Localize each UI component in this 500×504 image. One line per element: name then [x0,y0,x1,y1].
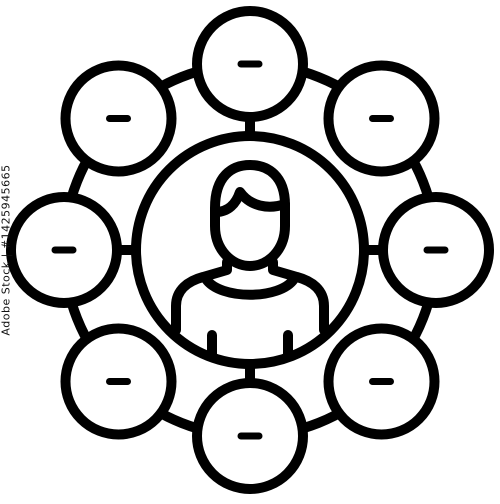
node-bottom [192,378,308,494]
person-collar-icon [201,274,299,300]
node-bottom-right [323,323,440,440]
node-top-left [60,60,177,177]
node-top [192,6,308,122]
node-right [378,192,494,308]
person-hair-icon [211,187,290,217]
network-nodes [6,6,494,494]
person-avatar-icon [171,160,329,359]
watermark-id-text: Adobe Stock | #1425945665 [0,164,13,336]
node-left [6,192,122,308]
center-circle [131,131,369,369]
node-bottom-left [60,323,177,440]
node-top-right [323,60,440,177]
